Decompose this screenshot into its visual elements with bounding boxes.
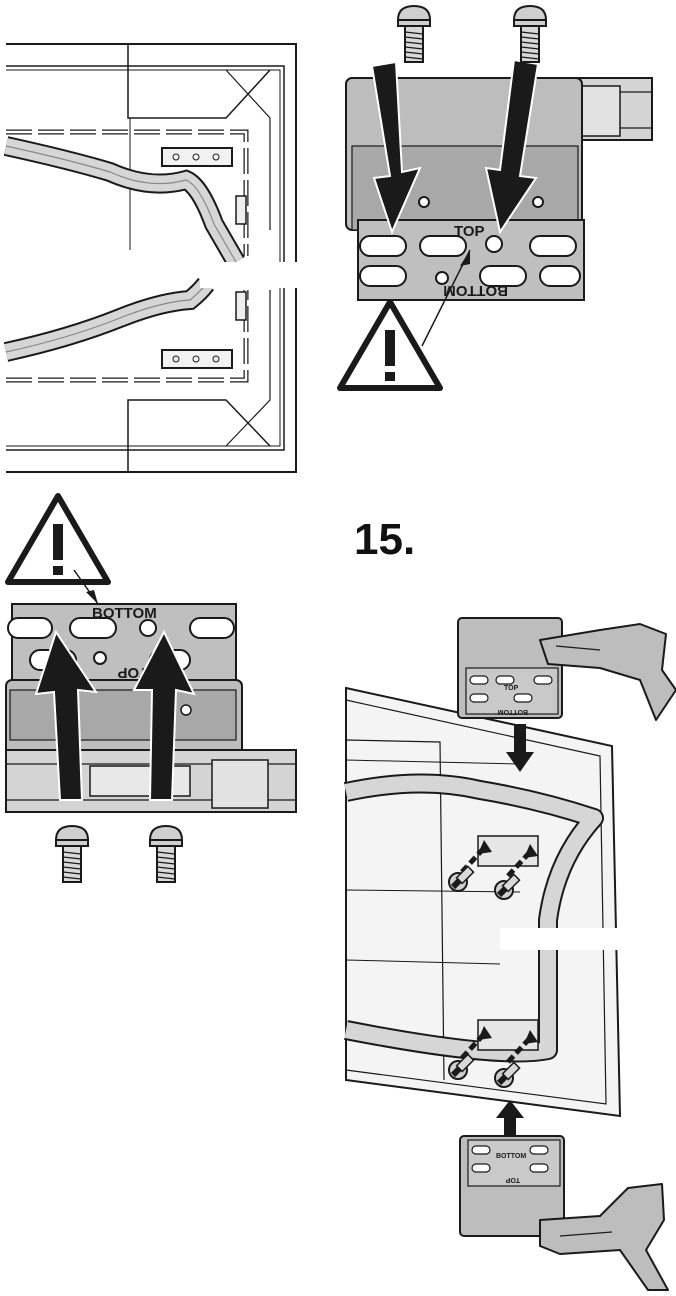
step-number: 15.	[354, 515, 415, 564]
hinge-label-bottom-inverted: BOTTOM	[443, 282, 508, 299]
arrow-icon	[370, 60, 422, 235]
hinge-label-bottom-small-inverted: BOTTOM	[498, 708, 528, 715]
arrow-icon	[34, 629, 99, 801]
warning-triangle-icon	[8, 496, 108, 582]
bottom-hinge: BOTTOM TOP	[459, 1135, 669, 1291]
arrow-icon	[132, 629, 196, 801]
screw-icon	[397, 5, 431, 63]
arrow-icon	[506, 724, 534, 772]
arrow-icon	[484, 58, 540, 235]
hinge-label-top-small-inverted: TOP	[505, 1176, 520, 1183]
door-assembly: TOP BOTTOM BOTTOM TOP	[343, 617, 676, 1291]
hinge-label-bottom: BOTTOM	[92, 605, 157, 622]
top-hinge: TOP BOTTOM	[457, 617, 676, 721]
door-frame-section	[0, 43, 300, 473]
screw-icon	[149, 825, 183, 883]
screw-icon	[55, 825, 89, 883]
hinge-label-top: TOP	[454, 223, 485, 240]
hinge-label-top-small: TOP	[504, 685, 519, 692]
top-hinge-assembly: TOP BOTTOM	[340, 5, 653, 388]
screw-icon	[513, 5, 547, 63]
hinge-label-bottom-small: BOTTOM	[496, 1153, 526, 1160]
bottom-hinge-assembly: BOTTOM TOP	[5, 496, 297, 883]
arrow-icon	[496, 1100, 524, 1140]
warning-triangle-icon	[340, 302, 440, 388]
